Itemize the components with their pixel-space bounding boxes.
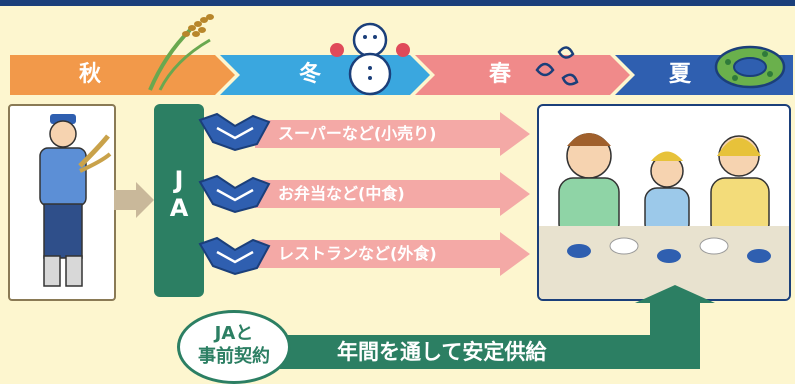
channel-label-restaurant: レストランなど(外食) [278,244,437,263]
farmer-panel [8,104,116,301]
snowman-icon [330,22,410,96]
contract-line-1: JAと [214,323,254,344]
channel-label-nakashoku: お弁当など(中食) [278,184,405,203]
supply-arrow [280,285,715,369]
contract-badge: JAと 事前契約 [177,310,291,384]
farmer-illustration [39,114,112,287]
ja-box: J A [154,104,204,297]
farmer-to-ja-arrow [114,182,154,218]
channel-arrow-nakashoku [255,172,530,216]
ja-letter-j: J [174,166,184,194]
season-segment-spring [415,55,630,95]
handshake-icon [198,236,271,276]
family-dining-panel [537,104,791,301]
top-bar [0,0,795,6]
channel-arrow-retail [255,112,530,156]
supply-label: 年間を通して安定供給 [337,340,547,364]
season-label-autumn: 秋 [78,62,101,87]
handshake-icon [198,112,271,152]
family-illustration [539,133,789,299]
season-label-summer: 夏 [668,62,691,87]
season-label-winter: 冬 [298,62,321,87]
channel-arrow-restaurant [255,232,530,276]
contract-line-2: 事前契約 [198,346,270,367]
channel-arrows [255,112,530,276]
flower-petals-icon [535,46,579,86]
swim-ring-icon [714,45,786,89]
ja-letter-a: A [169,194,189,222]
season-label-spring: 春 [488,62,511,87]
channel-label-retail: スーパーなど(小売り) [278,124,437,143]
rice-plant-icon [148,14,214,91]
handshake-icon [198,174,271,214]
